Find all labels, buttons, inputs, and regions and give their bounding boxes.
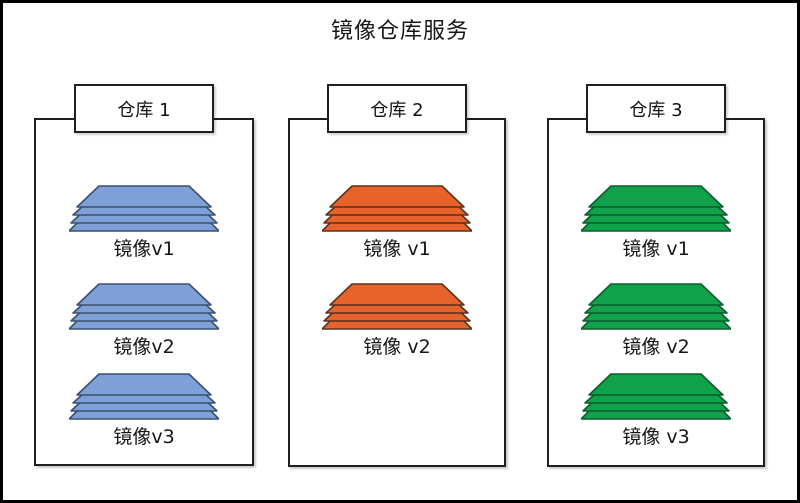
image-label: 镜像v3 [113,426,175,448]
image-label: 镜像v1 [113,238,175,260]
image-label: 镜像 v1 [622,238,690,260]
image-label: 镜像v2 [113,336,175,358]
diagram-title: 镜像仓库服务 [330,19,469,44]
layered-sheets-icon [322,283,472,330]
image-stack-2-v2: 镜像 v2 [312,283,482,359]
image-stack-1-v3: 镜像v3 [59,373,229,449]
image-stack-2-v1: 镜像 v1 [312,185,482,261]
repo-header-1: 仓库 1 [74,84,214,133]
image-stack-3-v2: 镜像 v2 [571,283,741,359]
layered-sheets-icon [69,185,219,232]
image-stack-3-v3: 镜像 v3 [571,373,741,449]
image-label: 镜像 v3 [622,426,690,448]
image-label: 镜像 v2 [363,336,431,358]
repo-box-3: 仓库 3 镜像 v1 镜像 v2 [547,84,765,467]
image-stack-1-v2: 镜像v2 [59,283,229,359]
layered-sheets-icon [581,373,731,420]
repo-name: 仓库 1 [117,99,171,121]
layered-sheets-icon [581,283,731,330]
repo-header-3: 仓库 3 [586,84,726,133]
layered-sheets-icon [581,185,731,232]
repo-name: 仓库 3 [629,99,683,121]
image-stack-3-v1: 镜像 v1 [571,185,741,261]
repo-header-2: 仓库 2 [327,84,467,133]
repo-name: 仓库 2 [370,99,424,121]
repo-box-2: 仓库 2 镜像 v1 镜像 v2 [288,84,506,467]
image-stack-1-v1: 镜像v1 [59,185,229,261]
layered-sheets-icon [69,283,219,330]
layered-sheets-icon [322,185,472,232]
repo-box-1: 仓库 1 镜像v1 镜像v2 [34,84,254,466]
layered-sheets-icon [69,373,219,420]
image-label: 镜像 v1 [363,238,431,260]
image-label: 镜像 v2 [622,336,690,358]
